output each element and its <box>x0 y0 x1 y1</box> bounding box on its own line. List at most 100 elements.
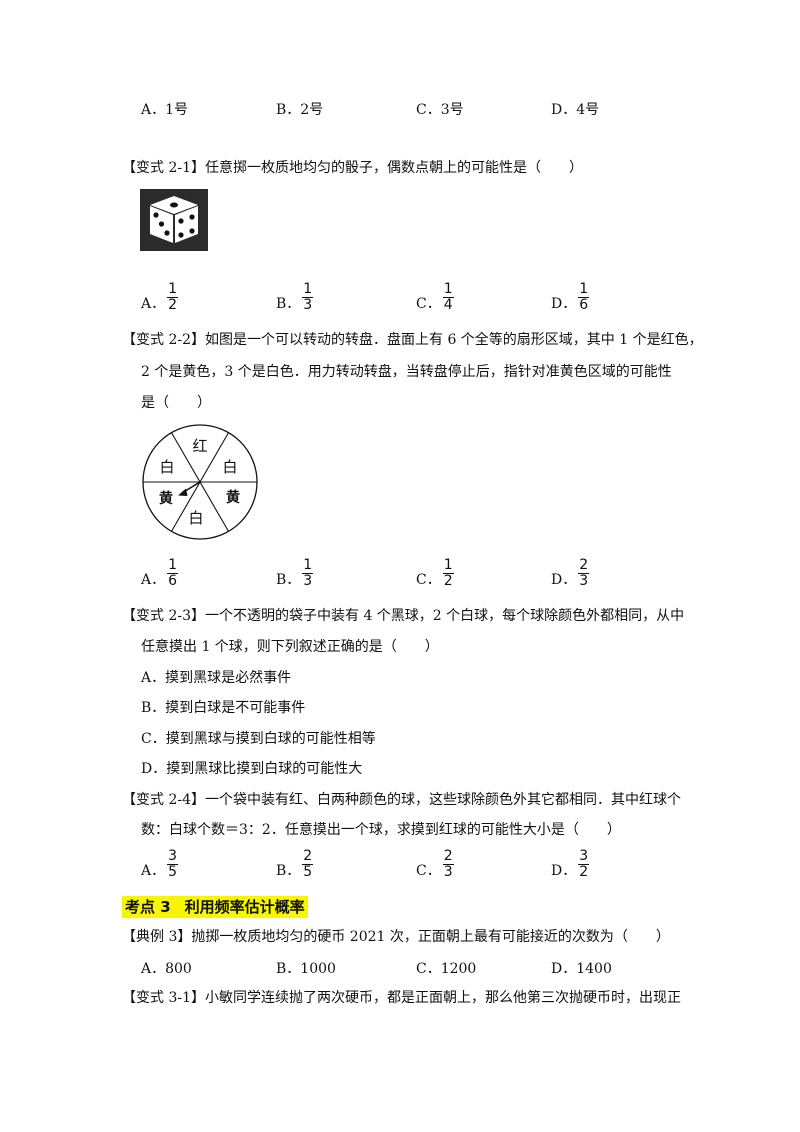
question-tag: 【变式 2-1】 <box>122 160 205 176</box>
question-text: 小敏同学连续抛了两次硬币，都是正面朝上，那么他第三次抛硬币时，出现正 <box>205 990 681 1006</box>
spinner-diagram: 红 白 黄 白 黄 白 <box>142 424 258 540</box>
numerator: 3 <box>167 847 179 865</box>
question-tag: 【变式 3-1】 <box>122 990 205 1006</box>
option-label: D． <box>551 863 577 879</box>
option-label: D． <box>551 572 577 588</box>
spinner-label-white: 白 <box>159 458 174 476</box>
option-d: D．4号 <box>551 102 600 118</box>
denominator: 2 <box>443 572 453 589</box>
section-heading: 考点 3 利用频率估计概率 <box>122 896 308 918</box>
denominator: 4 <box>443 296 453 313</box>
denominator: 3 <box>303 572 313 589</box>
spinner-label-red: 红 <box>192 437 207 455</box>
question-2-4: 【变式 2-4】一个袋中装有红、白两种颜色的球，这些球除颜色外其它都相同．其中红… <box>122 790 681 810</box>
question-tag: 【变式 2-3】 <box>122 608 205 624</box>
question-text-line: 是（ ） <box>141 395 211 411</box>
option-c: C．3号 <box>416 102 464 118</box>
option-label: B． <box>276 863 301 879</box>
option-a: A．800 <box>141 961 192 977</box>
option-label: D． <box>551 296 577 312</box>
option-a: A．1号 <box>141 102 189 118</box>
numerator: 1 <box>442 280 454 298</box>
numerator: 2 <box>578 556 590 574</box>
denominator: 2 <box>579 863 589 880</box>
question-2-1: 【变式 2-1】任意掷一枚质地均匀的骰子，偶数点朝上的可能性是（ ） <box>122 158 583 178</box>
option-label: C． <box>416 572 441 588</box>
denominator: 5 <box>303 863 313 880</box>
numerator: 1 <box>578 280 590 298</box>
denominator: 6 <box>168 572 178 589</box>
numerator: 3 <box>578 847 590 865</box>
numerator: 1 <box>167 556 179 574</box>
section-number: 考点 3 <box>125 898 171 916</box>
option-c: C．摸到黑球与摸到白球的可能性相等 <box>141 731 376 747</box>
option-b: B．1000 <box>276 961 336 977</box>
question-tag: 【变式 2-4】 <box>122 792 205 808</box>
option-c: C．1200 <box>416 961 477 977</box>
denominator: 2 <box>168 296 178 313</box>
question-tag: 【典例 3】 <box>122 929 192 945</box>
question-tag: 【变式 2-2】 <box>122 332 205 348</box>
question-text-line: 任意摸出 1 个球，则下列叙述正确的是（ ） <box>141 639 439 655</box>
option-d: D．摸到黑球比摸到白球的可能性大 <box>141 761 363 777</box>
option-a: A．摸到黑球是必然事件 <box>141 670 292 686</box>
question-text: 任意掷一枚质地均匀的骰子，偶数点朝上的可能性是（ ） <box>205 160 583 176</box>
option-label: B． <box>276 296 301 312</box>
numerator: 1 <box>167 280 179 298</box>
spinner-label-yellow: 黄 <box>226 489 240 506</box>
question-text: 一个袋中装有红、白两种颜色的球，这些球除颜色外其它都相同．其中红球个 <box>205 792 681 808</box>
numerator: 1 <box>302 556 314 574</box>
numerator: 1 <box>442 556 454 574</box>
dice-image <box>140 189 208 251</box>
option-label: A． <box>141 572 166 588</box>
option-label: B． <box>276 572 301 588</box>
example-3: 【典例 3】抛掷一枚质地均匀的硬币 2021 次，正面朝上最有可能接近的次数为（… <box>122 927 670 947</box>
question-text-line: 2 个是黄色，3 个是白色．用力转动转盘，当转盘停止后，指针对准黄色区域的可能性 <box>141 364 672 380</box>
numerator: 2 <box>442 847 454 865</box>
option-b: B．摸到白球是不可能事件 <box>141 700 306 716</box>
numerator: 1 <box>302 280 314 298</box>
question-3-1: 【变式 3-1】小敏同学连续抛了两次硬币，都是正面朝上，那么他第三次抛硬币时，出… <box>122 988 681 1008</box>
option-label: A． <box>141 296 166 312</box>
denominator: 3 <box>579 572 589 589</box>
option-b: B．2号 <box>276 102 324 118</box>
question-2-2: 【变式 2-2】如图是一个可以转动的转盘．盘面上有 6 个全等的扇形区域，其中 … <box>122 330 703 350</box>
question-text-line: 数：白球个数＝3：2．任意摸出一个球，求摸到红球的可能性大小是（ ） <box>141 822 621 838</box>
spinner-label-white: 白 <box>188 509 203 527</box>
section-title: 利用频率估计概率 <box>184 898 305 916</box>
question-2-3: 【变式 2-3】一个不透明的袋子中装有 4 个黑球，2 个白球，每个球除颜色外都… <box>122 606 684 626</box>
denominator: 3 <box>303 296 313 313</box>
question-text: 如图是一个可以转动的转盘．盘面上有 6 个全等的扇形区域，其中 1 个是红色， <box>205 332 703 348</box>
question-text: 一个不透明的袋子中装有 4 个黑球，2 个白球，每个球除颜色外都相同，从中 <box>205 608 685 624</box>
option-label: C． <box>416 296 441 312</box>
numerator: 2 <box>302 847 314 865</box>
question-text: 抛掷一枚质地均匀的硬币 2021 次，正面朝上最有可能接近的次数为（ ） <box>191 929 670 945</box>
option-label: A． <box>141 863 166 879</box>
denominator: 6 <box>579 296 589 313</box>
denominator: 3 <box>443 863 453 880</box>
denominator: 5 <box>168 863 178 880</box>
